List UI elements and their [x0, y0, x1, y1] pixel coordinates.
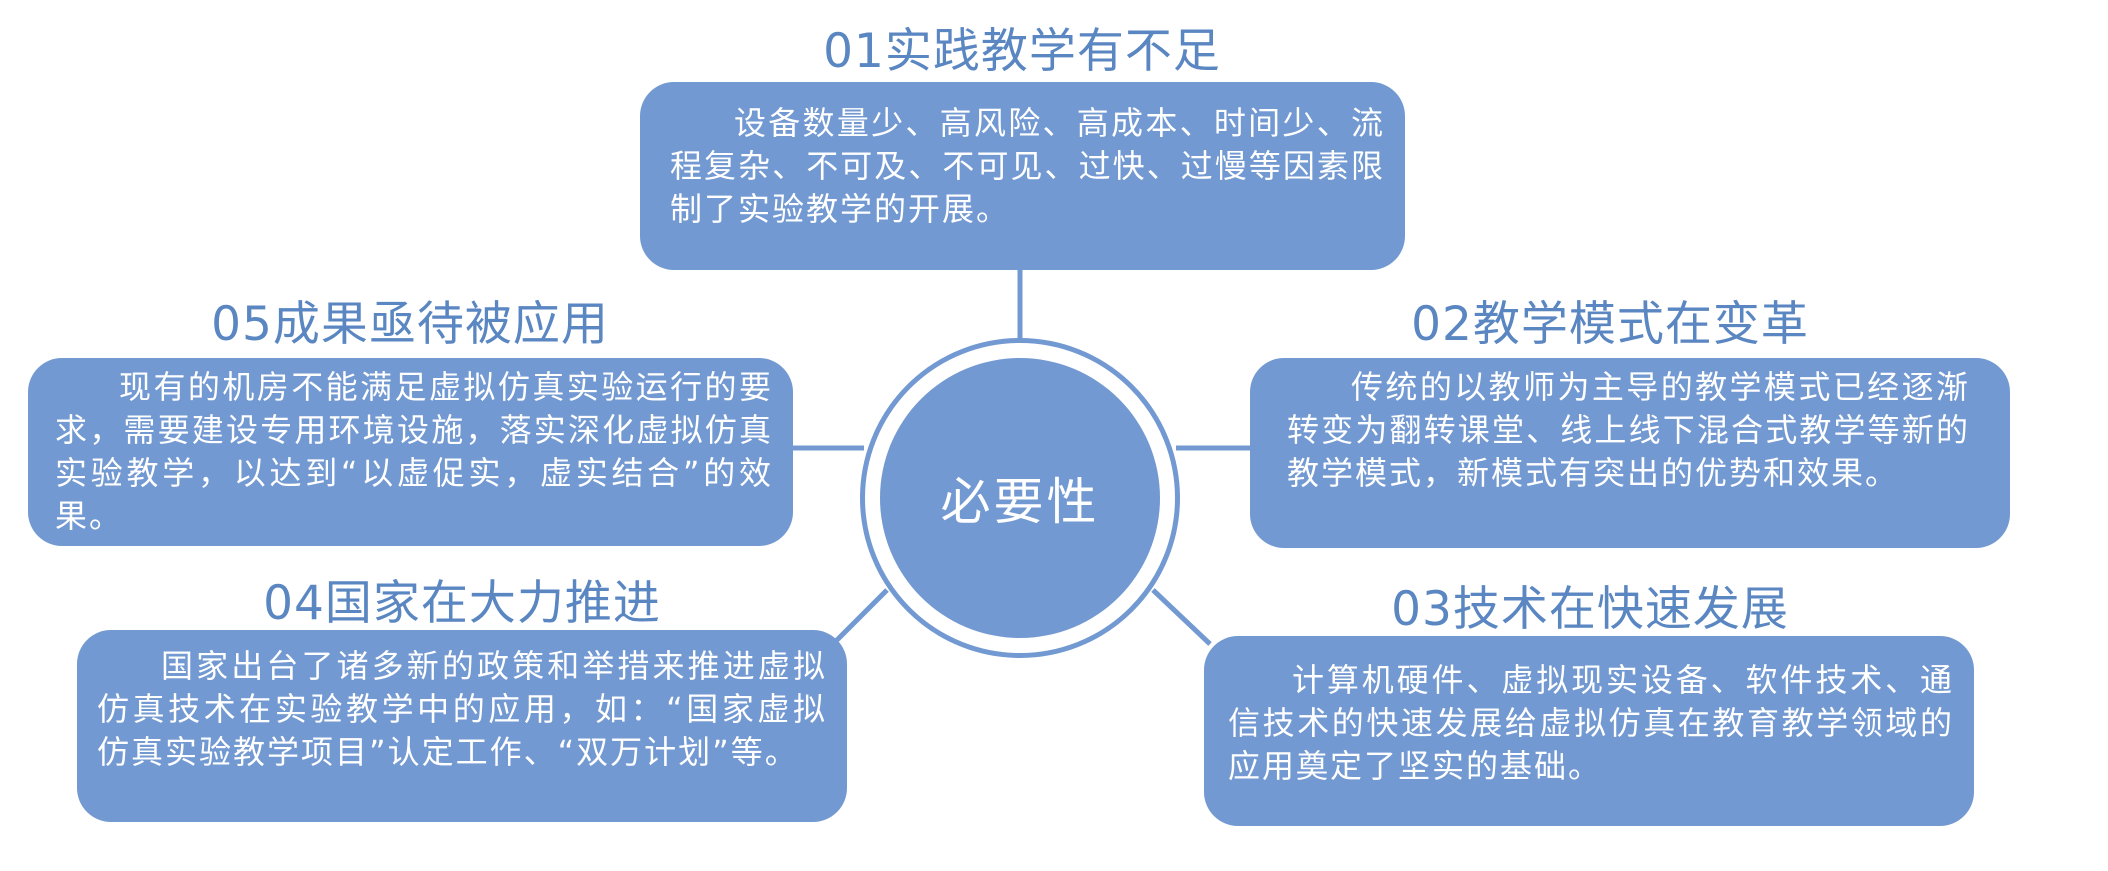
- node-04-box: 国家出台了诸多新的政策和举措来推进虚拟仿真技术在实验教学中的应用，如：“国家虚拟…: [77, 630, 847, 822]
- node-04-title: 04国家在大力推进: [263, 576, 661, 631]
- node-03-body: 计算机硬件、虚拟现实设备、软件技术、通信技术的快速发展给虚拟仿真在教育教学领域的…: [1228, 661, 1954, 785]
- node-01-box: 设备数量少、高风险、高成本、时间少、流程复杂、不可及、不可见、过快、过慢等因素限…: [640, 82, 1405, 270]
- connector-03: [1151, 588, 1212, 646]
- node-01-title: 01实践教学有不足: [823, 24, 1221, 79]
- center-label: 必要性: [940, 473, 1100, 531]
- node-02-body: 传统的以教师为主导的教学模式已经逐渐转变为翻转课堂、线上线下混合式教学等新的教学…: [1287, 368, 1970, 492]
- node-03-box: 计算机硬件、虚拟现实设备、软件技术、通信技术的快速发展给虚拟仿真在教育教学领域的…: [1204, 636, 1974, 826]
- connector-04: [833, 588, 889, 644]
- center-node: 必要性: [880, 358, 1160, 638]
- node-05-title: 05成果亟待被应用: [211, 297, 609, 352]
- node-05-box: 现有的机房不能满足虚拟仿真实验运行的要求，需要建设专用环境设施，落实深化虚拟仿真…: [28, 358, 793, 546]
- node-01-body: 设备数量少、高风险、高成本、时间少、流程复杂、不可及、不可见、过快、过慢等因素限…: [670, 104, 1385, 228]
- node-04-body: 国家出台了诸多新的政策和举措来推进虚拟仿真技术在实验教学中的应用，如：“国家虚拟…: [97, 647, 827, 771]
- node-03-title: 03技术在快速发展: [1391, 582, 1789, 637]
- node-02-box: 传统的以教师为主导的教学模式已经逐渐转变为翻转课堂、线上线下混合式教学等新的教学…: [1250, 358, 2010, 548]
- node-02-title: 02教学模式在变革: [1411, 297, 1809, 352]
- node-05-body: 现有的机房不能满足虚拟仿真实验运行的要求，需要建设专用环境设施，落实深化虚拟仿真…: [55, 368, 773, 535]
